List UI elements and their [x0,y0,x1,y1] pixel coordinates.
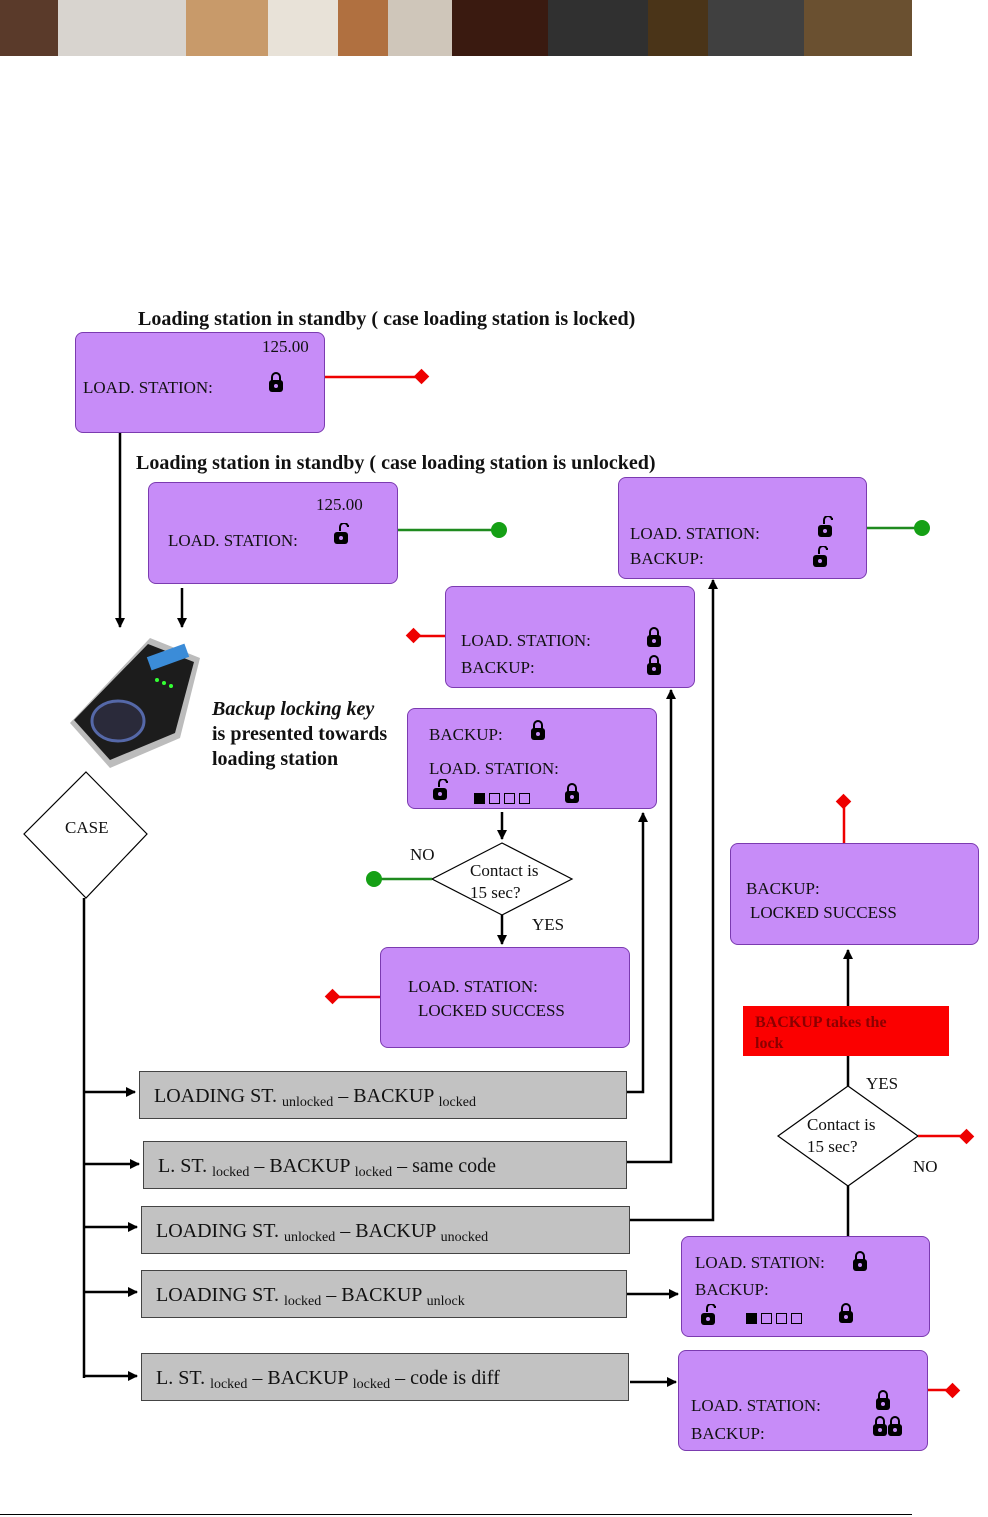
key-text-line2: is presented towards [212,723,388,745]
lock-closed-icon [873,1416,887,1436]
lock-open-icon [818,516,833,537]
backup-takes-lock-label: BACKUP takes the lock [743,1006,949,1056]
amount-label: 125.00 [262,337,309,356]
case-row-5: L. ST. locked – BACKUP locked – code is … [141,1353,629,1401]
lock-closed-icon [876,1390,890,1410]
caption-unlocked: Loading station in standby ( case loadin… [136,452,656,474]
card-reader-image [70,638,200,768]
box-ls-unlocked-standby: 125.00 LOAD. STATION: [148,482,398,584]
key-text-line1: Backup locking key [212,698,375,720]
header-banner [0,0,912,56]
amount-label: 125.00 [316,495,363,514]
box-both-locked-diff: LOAD. STATION: BACKUP: [678,1350,928,1451]
decision2-no-label: NO [913,1157,938,1176]
box-backup-locked-success: BACKUP: LOCKED SUCCESS [730,843,979,945]
capsule-tile [452,0,548,56]
lock-closed-icon [565,783,579,803]
nespresso-logo-tile [0,0,58,56]
box-backup-locking: BACKUP: LOAD. STATION: [407,708,657,809]
progress-squares [474,791,534,809]
backup-label: BACKUP: [746,879,820,898]
load-station-label: LOAD. STATION: [168,531,298,550]
load-station-label: LOAD. STATION: [83,378,213,397]
backup-label: BACKUP: [630,549,704,568]
lock-open-icon [701,1304,716,1325]
box-both-unlocked: LOAD. STATION: BACKUP: [618,477,867,579]
load-station-label: LOAD. STATION: [461,631,591,650]
coffee-cups-tile [58,0,186,56]
decision1-line1: Contact is [470,861,539,880]
lock-open-icon [433,779,448,800]
lock-closed-icon [853,1251,867,1271]
nespresso-pattern-tile [804,0,912,56]
box-ls-locked-standby: 125.00 LOAD. STATION: [75,332,325,433]
decision1-no-label: NO [410,845,435,864]
locked-success-label: LOCKED SUCCESS [418,1001,565,1020]
case-row-1: LOADING ST. unlocked – BACKUP locked [139,1071,627,1119]
latte-tile [338,0,388,56]
backup-label: BACKUP: [429,725,503,744]
decision1-yes-label: YES [532,915,565,934]
backup-label: BACKUP: [695,1280,769,1299]
backup-label: BACKUP: [691,1424,765,1443]
case-row-4: LOADING ST. locked – BACKUP unlock [141,1270,627,1318]
lock-closed-icon [888,1416,902,1436]
lock-closed-icon [531,720,545,740]
case-label: CASE [65,818,109,837]
machine-detail-tile [548,0,648,56]
decision2-line1: Contact is [807,1115,876,1134]
case-row-3: LOADING ST. unlocked – BACKUP unocked [141,1206,630,1254]
load-station-label: LOAD. STATION: [630,524,760,543]
load-station-label: LOAD. STATION: [429,759,559,778]
load-station-label: LOAD. STATION: [691,1396,821,1415]
locked-success-label: LOCKED SUCCESS [750,903,897,922]
key-text-line3: loading station [212,748,339,770]
decision2-line2: 15 sec? [807,1137,858,1156]
machines-tile [708,0,804,56]
footer-divider [0,1514,912,1515]
lock-open-icon [813,546,828,567]
case-row-2: L. ST. locked – BACKUP locked – same cod… [143,1141,627,1189]
call-center-tile [186,0,268,56]
caption-locked: Loading station in standby ( case loadin… [138,308,636,330]
load-station-label: LOAD. STATION: [695,1253,825,1272]
champagne-tile [648,0,708,56]
lock-closed-icon [269,372,283,392]
progress-squares [746,1311,806,1329]
case-diamond [23,771,148,899]
box-ls-locking: LOAD. STATION: BACKUP: [681,1236,930,1337]
key-text: Backup locking key is presented towards … [212,697,387,772]
cappuccino-tile [388,0,452,56]
green-dot-marker [491,522,507,538]
espresso-cup-tile [268,0,338,56]
lock-closed-icon [647,655,661,675]
box-both-locked-same: LOAD. STATION: BACKUP: [445,586,695,688]
red-diamond-marker [413,368,430,385]
decision2-yes-label: YES [866,1074,899,1093]
backup-label: BACKUP: [461,658,535,677]
load-station-label: LOAD. STATION: [408,977,538,996]
decision2-diamond [776,1085,920,1187]
lock-open-icon [334,523,349,544]
decision1-line2: 15 sec? [470,883,521,902]
lock-closed-icon [647,627,661,647]
box-ls-locked-success: LOAD. STATION: LOCKED SUCCESS [380,947,630,1048]
lock-closed-icon [839,1303,853,1323]
